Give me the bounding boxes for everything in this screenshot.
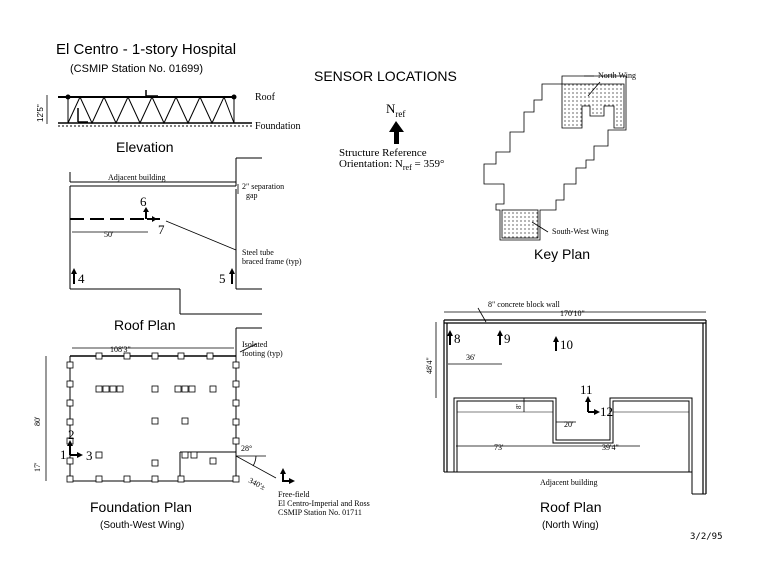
orientation-line-1: Structure Reference	[339, 147, 427, 159]
braced-frame-line-2: braced frame (typ)	[242, 257, 302, 266]
key-plan	[483, 75, 627, 241]
free-field-north-arrow-icon	[280, 468, 286, 482]
elevation-view	[46, 90, 252, 127]
dim-8-label: 8'	[515, 404, 523, 409]
isolated-footing-line-2: footing (typ)	[242, 349, 283, 358]
station-number: (CSMIP Station No. 01699)	[70, 63, 203, 75]
foundation-width-label: 108'3"	[110, 345, 131, 354]
sensor-5-label: 5	[219, 271, 226, 286]
elevation-title: Elevation	[116, 139, 174, 155]
north-wing-hatch	[561, 83, 625, 129]
roof-plan-north-subtitle: (North Wing)	[542, 520, 599, 531]
south-west-wing-label: South-West Wing	[552, 227, 608, 236]
key-plan-title: Key Plan	[534, 246, 590, 262]
roof-plan-north-title: Roof Plan	[540, 499, 601, 515]
sensor-12-label: 12	[600, 404, 613, 419]
distance-label: 340'±	[247, 476, 268, 493]
svg-text:Nref: Nref	[386, 101, 405, 119]
foundation-plan-title: Foundation Plan	[90, 499, 192, 515]
sensor-3-label: 3	[86, 448, 93, 463]
north-wing-label: North Wing	[598, 71, 636, 80]
concrete-wall-label: 8" concrete block wall	[488, 300, 561, 309]
sensor-6-label: 6	[140, 194, 147, 209]
dim-36-label: 36'	[466, 353, 476, 362]
sensor-11-arrow-icon	[585, 396, 591, 412]
angle-label: 28°	[241, 444, 252, 453]
footing-markers	[66, 352, 240, 483]
separation-gap-line-2: gap	[246, 191, 258, 200]
roof-plan-sw-title: Roof Plan	[114, 317, 175, 333]
roof-plan-north	[435, 307, 707, 495]
free-field-line-1: Free-field	[278, 490, 310, 499]
sensor-7-arrow-icon	[147, 216, 157, 222]
dim-73-label: 73'	[494, 443, 504, 452]
foundation-plan	[45, 327, 295, 484]
sensor-4-arrow-icon	[71, 268, 77, 284]
sensor-2-arrow-icon	[67, 440, 73, 455]
dim-39-label: 39'4"	[602, 443, 619, 452]
separation-gap-line-1: 2" separation	[242, 182, 284, 191]
dim-17-label: 17'	[33, 462, 42, 472]
sensor-3-arrow-icon	[70, 452, 83, 458]
sensor-9-arrow-icon	[497, 330, 503, 345]
sensor-9-label: 9	[504, 331, 511, 346]
south-west-wing-hatch	[501, 209, 539, 239]
free-field-line-3: CSMIP Station No. 01711	[278, 508, 362, 517]
drawing-title: El Centro - 1-story Hospital	[56, 41, 236, 58]
roof-label: Roof	[255, 92, 276, 103]
free-field-east-arrow-icon	[282, 478, 295, 484]
foundation-label: Foundation	[255, 121, 301, 132]
free-field-line-2: El Centro-Imperial and Ross	[278, 499, 370, 508]
sensor-6-arrow-icon	[143, 207, 149, 219]
north-adjacent-building-label: Adjacent building	[540, 478, 598, 487]
sensor-1-label: 1	[60, 447, 67, 462]
sensor-2-label: 2	[68, 427, 75, 442]
sensor-10-arrow-icon	[553, 336, 559, 351]
north-arrow-icon	[389, 121, 404, 144]
sensor-5-arrow-icon	[229, 268, 235, 284]
sensor-10-label: 10	[560, 337, 573, 352]
north-width-label: 170'10"	[560, 309, 585, 318]
drawing-date: 3/2/95	[690, 532, 723, 542]
sensor-8-label: 8	[454, 331, 461, 346]
isolated-footing-line-1: Isolated	[242, 340, 267, 349]
braced-frame-line-1: Steel tube	[242, 248, 274, 257]
dim-50-label: 50'	[104, 230, 114, 239]
sensor-11-label: 11	[580, 382, 593, 397]
roof-plan-sw	[69, 157, 262, 315]
north-depth-label: 48'4"	[425, 357, 434, 374]
foundation-plan-subtitle: (South-West Wing)	[100, 520, 184, 531]
elevation-height: 12'5"	[36, 104, 45, 122]
adjacent-building-label: Adjacent building	[108, 173, 166, 182]
dim-20-label: 20'	[564, 420, 574, 429]
sensor-12-arrow-icon	[588, 409, 600, 415]
sensor-4-label: 4	[78, 271, 85, 286]
sensor-locations-title: SENSOR LOCATIONS	[314, 68, 457, 84]
orientation-line-2: Orientation: Nref = 359°	[339, 158, 444, 172]
sensor-7-label: 7	[158, 222, 165, 237]
foundation-depth-label: 80'	[33, 416, 42, 426]
sensor-8-arrow-icon	[447, 330, 453, 345]
north-reference: Nref	[386, 101, 405, 144]
